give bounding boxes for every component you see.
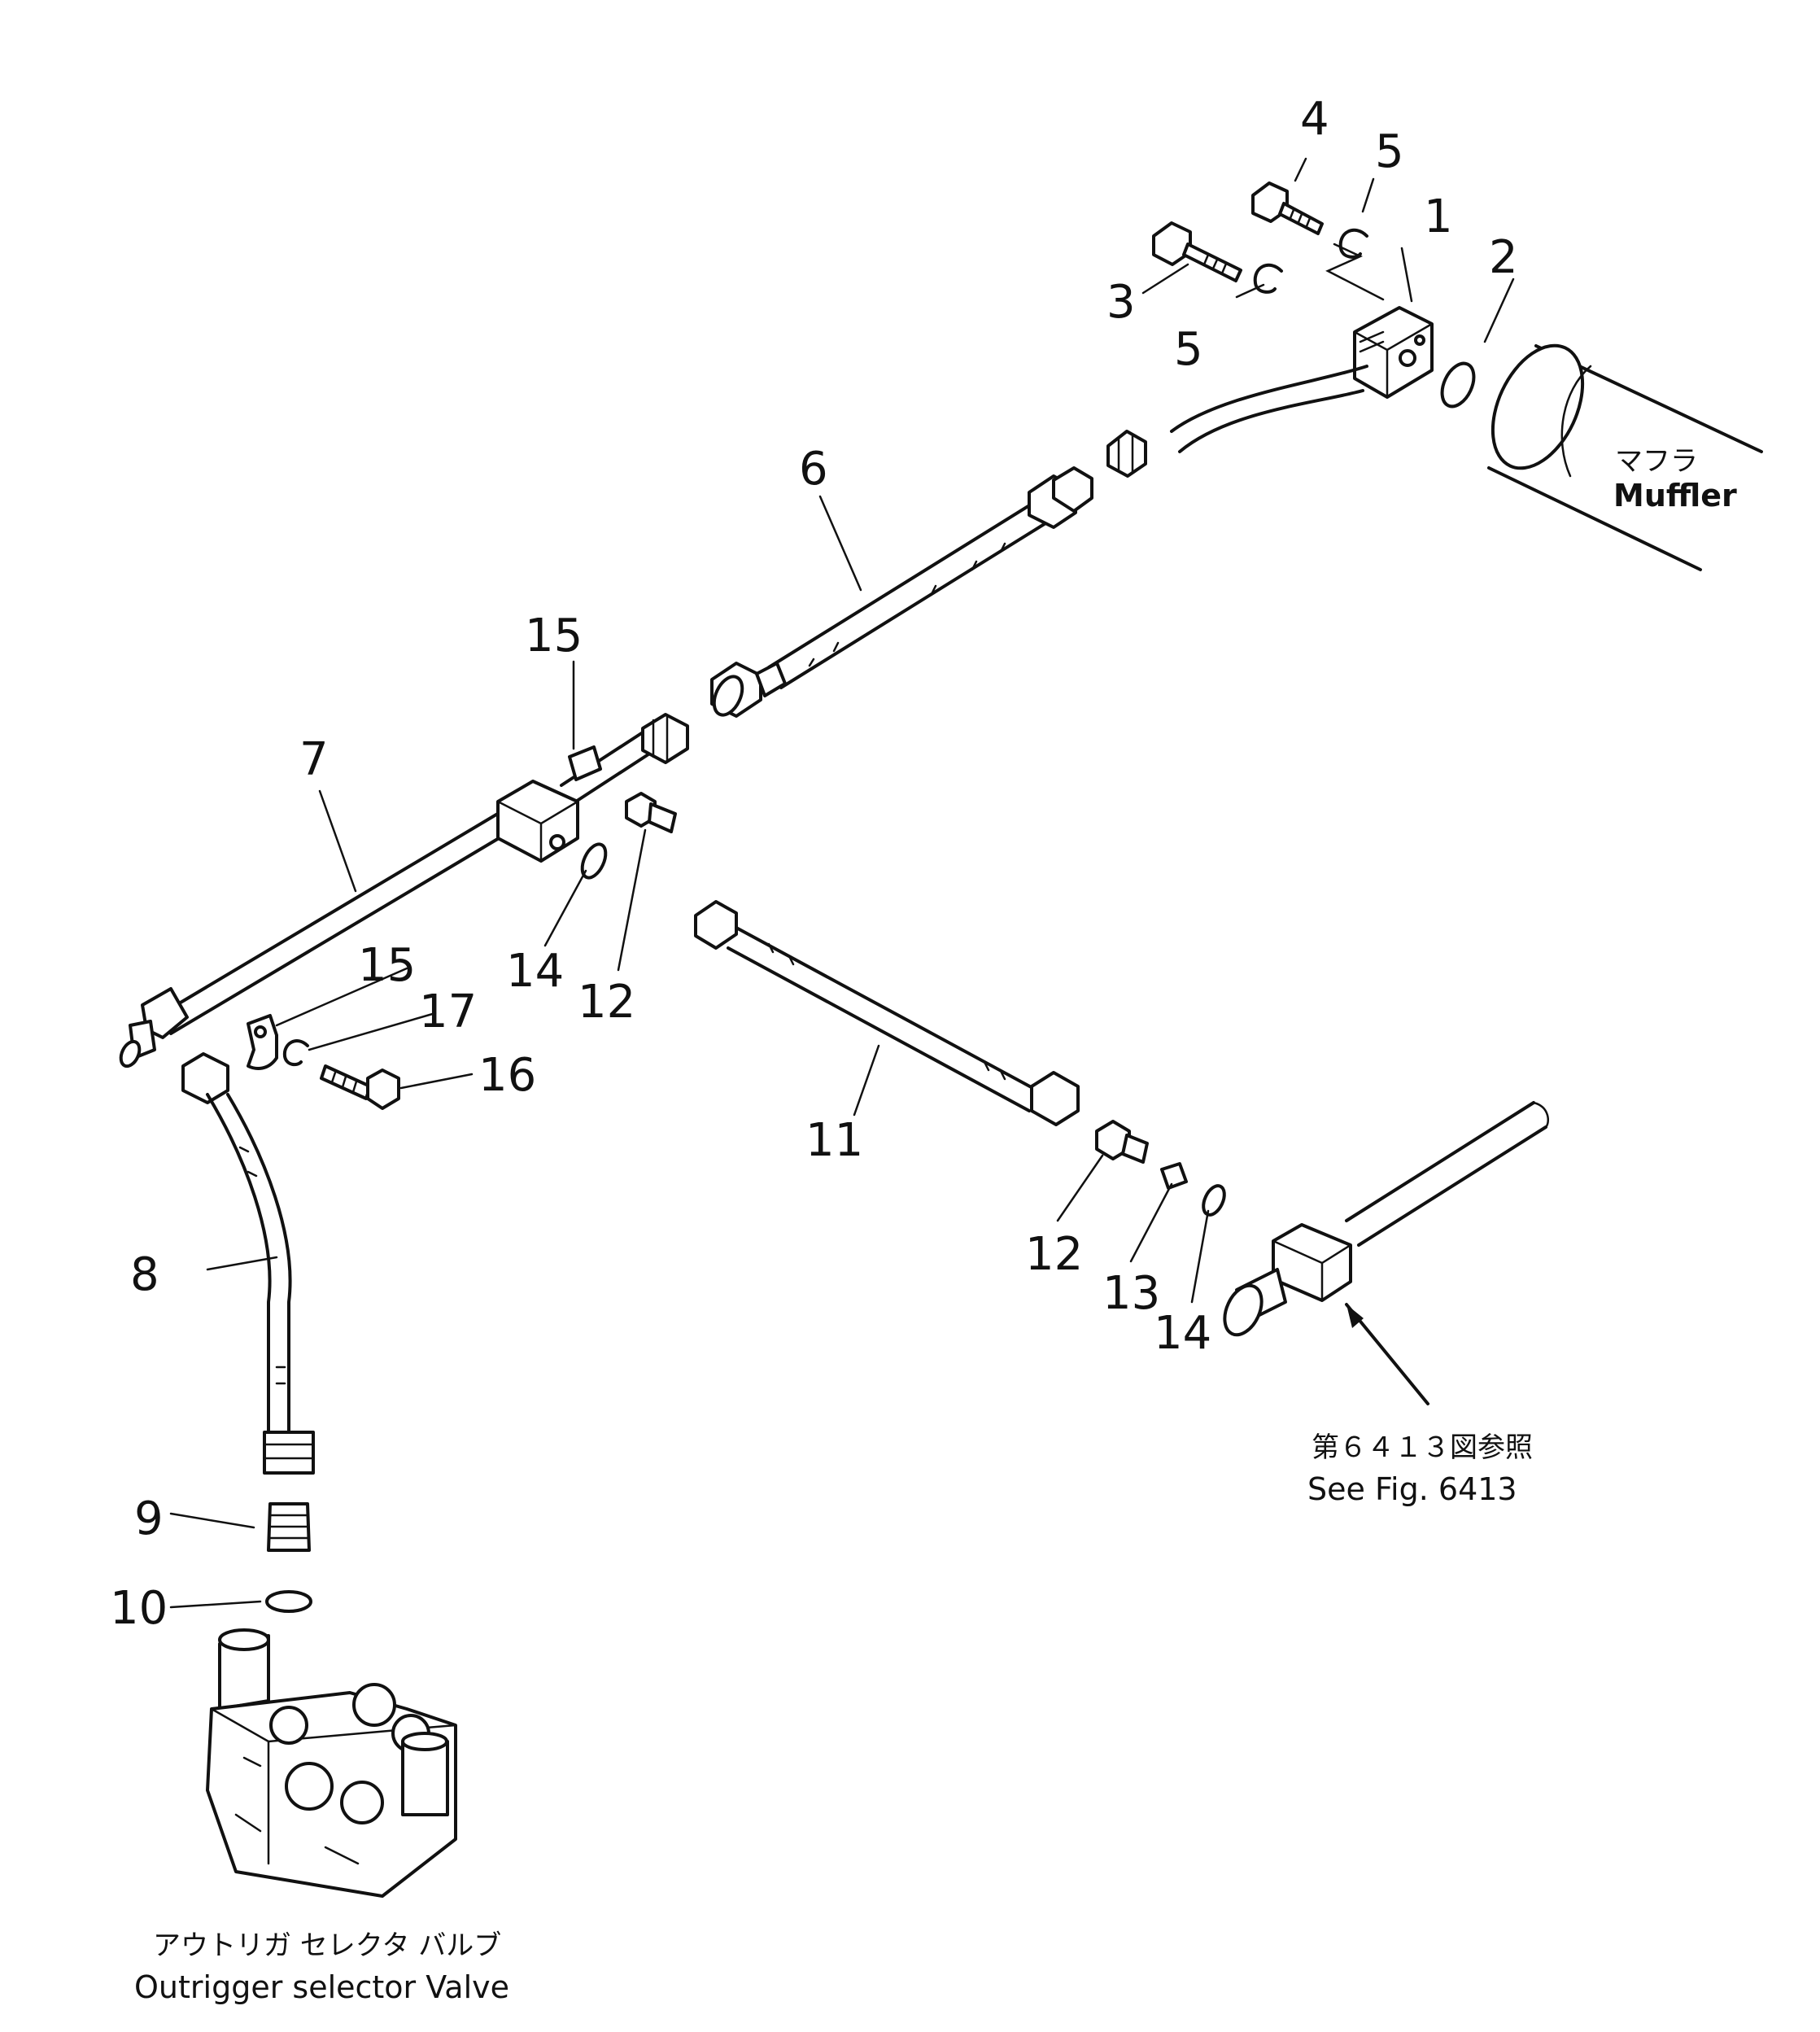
callout-13: 13 (1102, 1267, 1160, 1320)
clamp-group (247, 1014, 400, 1110)
pipe-7 (119, 713, 689, 1068)
muffler (1487, 343, 1763, 571)
callout-12b: 12 (1025, 1228, 1083, 1281)
fitting-9 (265, 1502, 312, 1613)
connector-group-upper (580, 792, 677, 880)
callout-6: 6 (799, 443, 828, 496)
callout-7: 7 (299, 733, 329, 786)
connector-group-lower (1095, 1120, 1226, 1217)
callout-3: 3 (1106, 276, 1136, 329)
callout-14b: 14 (1154, 1307, 1211, 1360)
leader-lines (169, 157, 1515, 1609)
reference-pipe (1223, 1101, 1549, 1405)
callout-12a: 12 (578, 976, 635, 1029)
hose-6 (710, 466, 1093, 718)
callout-17: 17 (419, 985, 477, 1038)
hose-8 (181, 1052, 315, 1475)
hose-11 (694, 900, 1080, 1126)
tube-to-flange (1106, 365, 1368, 478)
valve-label-en: Outrigger selector Valve (134, 1969, 509, 2005)
callout-11: 11 (805, 1114, 863, 1167)
muffler-label-en: Muffler (1613, 478, 1737, 513)
reference-label-jp: 第６４１３図参照 (1312, 1431, 1533, 1464)
reference-label-en: See Fig. 6413 (1307, 1471, 1517, 1507)
callout-14a: 14 (506, 945, 564, 998)
callout-5b: 5 (1174, 323, 1203, 376)
callout-16: 16 (478, 1049, 536, 1102)
captions: マフラ Muffler 第６４１３図参照 See Fig. 6413 アウトリガ… (134, 445, 1737, 2005)
callout-4: 4 (1300, 93, 1329, 146)
callout-9: 9 (134, 1492, 164, 1545)
flange-assembly (1152, 181, 1476, 409)
callout-5a: 5 (1375, 125, 1404, 178)
muffler-label-jp: マフラ (1615, 445, 1698, 478)
callouts: 1 2 3 4 5 5 6 7 8 9 10 11 12 12 13 14 14… (110, 93, 1518, 1635)
callout-1: 1 (1424, 190, 1453, 243)
callout-15b: 15 (358, 939, 416, 992)
callout-8: 8 (130, 1248, 159, 1301)
callout-10: 10 (110, 1582, 168, 1635)
selector-valve (206, 1628, 457, 1898)
valve-label-jp: アウトリガ セレクタ バルブ (153, 1929, 501, 1962)
callout-2: 2 (1489, 231, 1518, 284)
callout-15a: 15 (525, 610, 583, 662)
